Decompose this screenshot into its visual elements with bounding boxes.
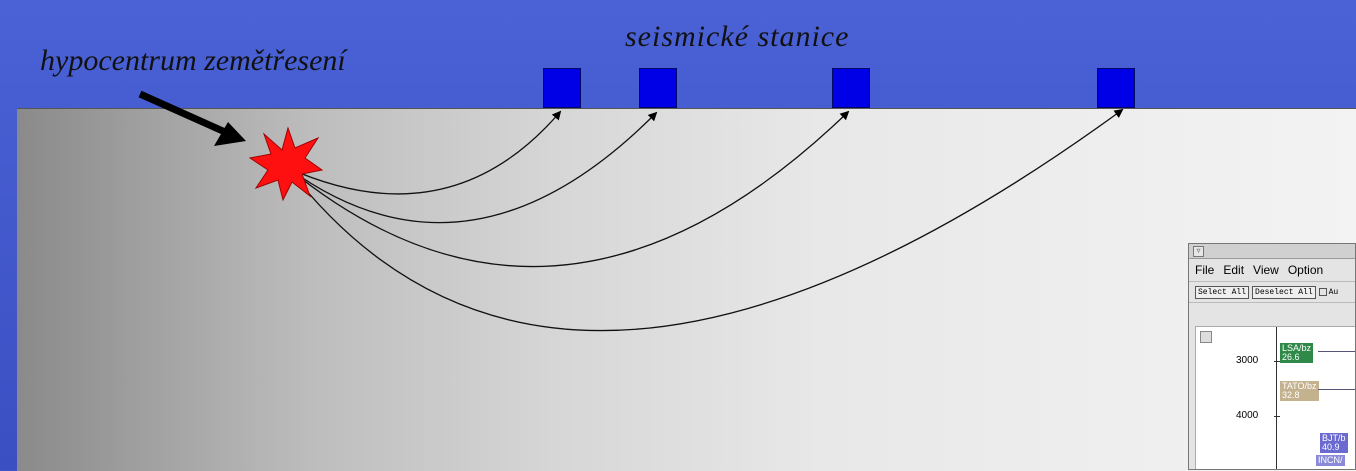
auto-label: Au: [1328, 287, 1339, 297]
phase-label-incn: INCN/: [1316, 455, 1345, 466]
scroll-up-button[interactable]: [1200, 331, 1212, 343]
seismic-trace: [1318, 389, 1355, 390]
ray-path-3: [287, 110, 850, 268]
auto-checkbox[interactable]: [1318, 288, 1327, 296]
phase-label-bjt: BJT/b 40.9: [1320, 433, 1348, 453]
toolbar: Select All Deselect All Au: [1189, 281, 1355, 303]
select-all-button[interactable]: Select All: [1195, 285, 1250, 299]
phase-value: 40.9: [1322, 442, 1340, 452]
seismic-station-2: [639, 68, 677, 108]
window-titlebar: ▿: [1189, 244, 1355, 259]
phase-value: 26.6: [1282, 352, 1300, 362]
y-axis: [1276, 327, 1277, 469]
y-tick-mark: [1274, 416, 1280, 417]
ray-paths: [287, 108, 1124, 332]
pointer-arrow: [138, 90, 246, 146]
stations-label: seismické stanice: [625, 20, 850, 53]
seismic-station-1: [543, 68, 581, 108]
hypocenter-label: hypocentrum zemětřesení: [40, 44, 346, 77]
earth-cross-section: [17, 108, 1356, 471]
seismic-station-3: [832, 68, 870, 108]
menu-edit[interactable]: Edit: [1223, 263, 1245, 277]
y-tick-mark: [1274, 361, 1280, 362]
window-menu-icon[interactable]: ▿: [1193, 246, 1204, 257]
seismogram-window: ▿ File Edit View Option Select All Desel…: [1188, 243, 1356, 470]
ray-path-2: [287, 111, 658, 224]
phase-station: TATO/bz: [1282, 381, 1317, 391]
phase-station: LSA/bz: [1282, 343, 1312, 353]
y-tick-label: 3000: [1236, 355, 1259, 366]
y-tick-label: 4000: [1236, 410, 1259, 421]
phase-station: BJT/b: [1322, 433, 1346, 443]
menu-option[interactable]: Option: [1287, 263, 1324, 277]
seismic-station-4: [1097, 68, 1135, 108]
hypocenter-burst-icon: [248, 126, 324, 202]
phase-label-tato: TATO/bz 32.8: [1280, 381, 1319, 401]
phase-label-lsa: LSA/bz 26.6: [1280, 343, 1314, 363]
menu-bar: File Edit View Option: [1189, 259, 1355, 281]
menu-file[interactable]: File: [1195, 263, 1215, 277]
ray-path-4: [287, 108, 1124, 332]
seismic-trace: [1318, 351, 1355, 352]
phase-station: INCN/: [1318, 455, 1343, 465]
phase-value: 32.8: [1282, 390, 1300, 400]
seismogram-plot: 3000 4000 LSA/bz 26.6 TATO/bz 32.8 BJT/b…: [1195, 326, 1355, 469]
deselect-all-button[interactable]: Deselect All: [1252, 285, 1316, 299]
menu-view[interactable]: View: [1253, 263, 1279, 277]
ray-path-1: [287, 110, 562, 195]
